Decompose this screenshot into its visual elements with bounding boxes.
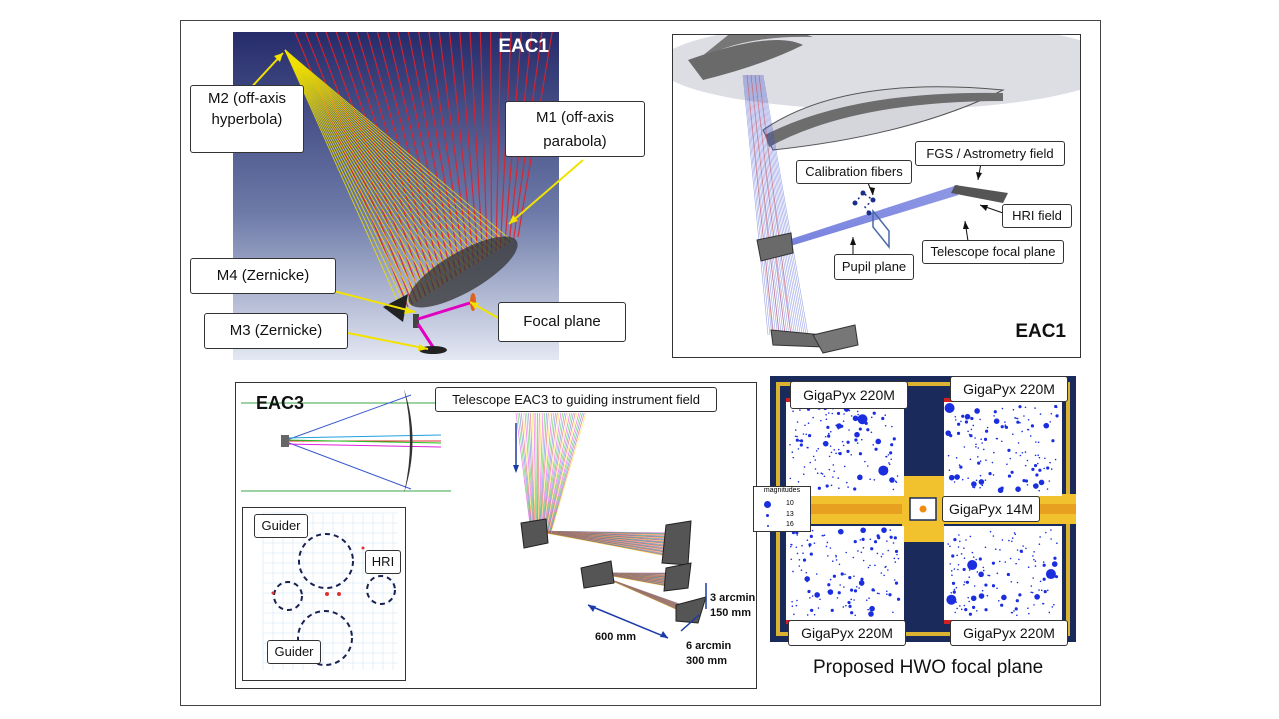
label-calibration-fibers: Calibration fibers — [796, 160, 912, 184]
legend-dot-medium — [766, 514, 769, 517]
legend-row-13: 13 — [760, 511, 806, 521]
label-guider-bottom: Guider — [267, 640, 321, 664]
eac3-banner: Telescope EAC3 to guiding instrument fie… — [435, 387, 717, 412]
label-focal-plane: Focal plane — [498, 302, 626, 342]
chip-label-bottom-left: GigaPyx 220M — [788, 620, 906, 646]
eac3-side-view — [241, 389, 451, 493]
eac1-right-title: EAC1 — [1015, 321, 1066, 342]
legend-row-16: 16 — [760, 521, 806, 531]
eac3-panel: EAC3 — [235, 382, 757, 689]
legend-label-10: 10 — [786, 500, 794, 507]
label-pupil-plane: Pupil plane — [834, 254, 914, 280]
label-m2: M2 (off-axis hyperbola) — [190, 85, 304, 153]
hwo-caption: Proposed HWO focal plane — [813, 657, 1044, 678]
dim-150mm: 150 mm — [710, 607, 751, 619]
dim-3arcmin: 3 arcmin — [710, 592, 756, 604]
legend-dot-large — [764, 501, 771, 508]
label-hri-field: HRI field — [1002, 204, 1072, 228]
magnitude-legend: magnitudes 10 13 16 — [753, 486, 811, 532]
chip-label-bottom-right: GigaPyx 220M — [950, 620, 1068, 646]
eac3-raytrace — [241, 389, 707, 639]
legend-label-13: 13 — [786, 511, 794, 518]
label-guider-top: Guider — [254, 514, 308, 538]
eac3-title: EAC3 — [256, 393, 305, 413]
label-hri: HRI — [365, 550, 401, 574]
chip-label-top-right: GigaPyx 220M — [950, 376, 1068, 402]
legend-dot-small — [767, 525, 769, 527]
chip-label-top-left: GigaPyx 220M — [790, 381, 908, 409]
dim-600mm: 600 mm — [595, 631, 636, 643]
eac1-left-title: EAC1 — [498, 36, 549, 57]
chip-label-center: GigaPyx 14M — [942, 496, 1040, 522]
figure-frame — [180, 20, 1101, 706]
label-fgs-field: FGS / Astrometry field — [915, 141, 1065, 166]
dim-6arcmin: 6 arcmin — [686, 640, 732, 652]
eac1-right-panel: EAC1 — [672, 34, 1081, 358]
legend-label-16: 16 — [786, 521, 794, 528]
legend-title: magnitudes — [763, 487, 801, 494]
dim-300mm: 300 mm — [686, 655, 727, 667]
label-m1: M1 (off-axis parabola) — [505, 101, 645, 157]
eac1-right-raytrace — [673, 35, 1080, 354]
label-m3: M3 (Zernicke) — [204, 313, 348, 349]
legend-row-10: 10 — [760, 500, 806, 510]
label-m4: M4 (Zernicke) — [190, 258, 336, 294]
label-telescope-focal-plane: Telescope focal plane — [922, 240, 1064, 264]
